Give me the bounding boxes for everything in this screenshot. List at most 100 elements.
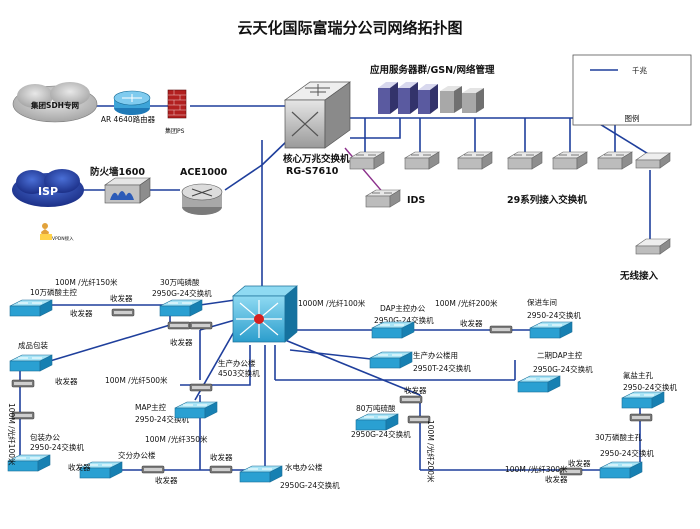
node-n11: 交分办公楼: [118, 450, 156, 460]
node-n5: 包装办公: [30, 432, 60, 442]
switch-n4-icon: [9, 354, 53, 372]
legend-box: 千兆 图例: [572, 54, 692, 126]
transceiver-6: [189, 383, 213, 392]
node-n6: 2950-24交换机: [30, 442, 84, 452]
link-label-6: 100M /光纤200米: [435, 298, 498, 308]
node-n13: 2950G-24交换机: [280, 480, 340, 490]
transceiver-label-11: 收发器: [568, 458, 591, 468]
firewall-ps-icon: [167, 89, 187, 119]
core-switch-label: 核心万兆交换机: [283, 153, 350, 165]
node-n2: 30万吨磷酸: [160, 277, 200, 287]
sdh-cloud-label: 集团SDH专网: [30, 100, 79, 110]
node-n25: 2950-24交换机: [623, 382, 677, 392]
switch-n20-icon: [517, 375, 561, 393]
node-n1: 10万磷酸主控: [30, 287, 78, 297]
link-label-7: 100M /光纤200米: [426, 420, 436, 483]
node-n12: 水电办公楼: [285, 462, 323, 472]
link-label-4: 100M /光纤350米: [145, 434, 208, 444]
switch-n26-icon: [599, 461, 643, 479]
link-label-8: 100M /光纤300米: [505, 464, 568, 474]
vpdn-label: VPDN接入: [52, 235, 74, 242]
ace1000-icon: [181, 183, 223, 215]
node-n26: 30万磷酸主孔: [595, 432, 643, 442]
transceiver-label-8: 收发器: [460, 318, 483, 328]
wireless-label: 无线接入: [619, 270, 659, 282]
transceiver-4: [11, 379, 35, 388]
link-label-2: 100M /光纤500米: [105, 375, 168, 385]
sdh-cloud: 集团SDH专网: [12, 82, 98, 123]
node-n27: 2950-24交换机: [600, 448, 654, 458]
transceiver-label-3: 收发器: [170, 337, 193, 347]
node-n16: 生产办公楼用: [413, 350, 458, 360]
transceiver-label-2: 收发器: [70, 308, 93, 318]
wireless-ap-icon: [635, 238, 671, 255]
node-n9: 生产办公楼: [218, 358, 256, 368]
firewall1600-icon: [104, 177, 151, 204]
ids-label: IDS: [407, 195, 425, 206]
switch-n22-icon: [355, 413, 399, 431]
transceiver-label-6: 收发器: [155, 475, 178, 485]
access-switch-29-6: [597, 151, 633, 170]
transceiver-label-1: 收发器: [110, 293, 133, 303]
firewall-ps-label: 集团PS: [165, 127, 185, 135]
link-label-1: 100M /光纤150米: [55, 277, 118, 287]
transceiver-1: [111, 308, 135, 317]
node-n8: 2950-24交换机: [135, 414, 189, 424]
ar4640-router-icon: [113, 90, 151, 115]
server-group-label: 应用服务器群/GSN/网络管理: [370, 64, 495, 76]
wireless-ap-top-icon: [635, 152, 671, 169]
series29-label: 29系列接入交换机: [507, 194, 587, 206]
access-switch-29-3: [457, 151, 493, 170]
node-n22: 80万吨硫酸: [356, 403, 396, 413]
legend-line-label: 千兆: [632, 65, 647, 75]
firewall1600-label: 防火墙1600: [90, 166, 145, 178]
node-n10: 4503交换机: [218, 368, 260, 378]
transceiver-7: [141, 465, 165, 474]
node-n7: MAP主控: [135, 402, 167, 412]
node-n17: 2950T-24交换机: [413, 363, 471, 373]
node-n23: 2950G-24交换机: [351, 429, 411, 439]
switch-n2-icon: [159, 299, 203, 317]
access-switch-29-4: [507, 151, 543, 170]
node-n21: 2950G-24交换机: [533, 364, 593, 374]
node-n24: 氟盐主孔: [623, 370, 653, 380]
transceiver-8: [209, 465, 233, 474]
link-label-5: 1000M /光纤100米: [298, 298, 366, 308]
switch-n1-icon: [9, 299, 53, 317]
ace1000-label: ACE1000: [180, 167, 228, 178]
switch-n7-icon: [174, 401, 218, 419]
transceiver-2: [167, 321, 191, 330]
transceiver-label-5: 收发器: [68, 462, 91, 472]
node-n3: 2950G-24交换机: [152, 288, 212, 298]
transceiver-label-7: 收发器: [210, 452, 233, 462]
server-rack-icon: [378, 82, 484, 114]
switch-n24-icon: [621, 391, 665, 409]
link-label-3: 100M /光纤100米: [7, 403, 17, 466]
core-switch-model: RG-S7610: [286, 166, 339, 177]
diagram-title: 云天化国际富瑞分公司网络拓扑图: [237, 19, 462, 37]
legend-caption: 图例: [625, 113, 640, 123]
node-n15: 2950G-24交换机: [374, 315, 434, 325]
switch-n18-icon: [529, 321, 573, 339]
transceiver-10: [399, 395, 423, 404]
transceiver-label-9: 收发器: [404, 385, 427, 395]
node-n19: 2950-24交换机: [527, 310, 581, 320]
access-switch-29-2: [404, 151, 440, 170]
node-n18: 保进车间: [527, 297, 557, 307]
router-label: AR 4640路由器: [101, 114, 156, 124]
vpdn-user-icon: [40, 223, 52, 240]
access-switch-29-1: [349, 151, 385, 170]
isp-cloud: ISP: [12, 169, 84, 207]
switch-n16-icon: [369, 351, 413, 369]
transceiver-13: [629, 413, 653, 422]
transceiver-3: [189, 321, 213, 330]
node-n20: 二期DAP主控: [537, 350, 583, 360]
node-n4: 成品包装: [18, 340, 48, 350]
isp-cloud-label: ISP: [38, 185, 58, 198]
ids-icon: [365, 189, 401, 208]
switch-n12-icon: [239, 465, 283, 483]
node-n14: DAP主控办公: [380, 303, 426, 313]
distribution-switch-icon: [232, 285, 298, 343]
access-switch-29-5: [552, 151, 588, 170]
